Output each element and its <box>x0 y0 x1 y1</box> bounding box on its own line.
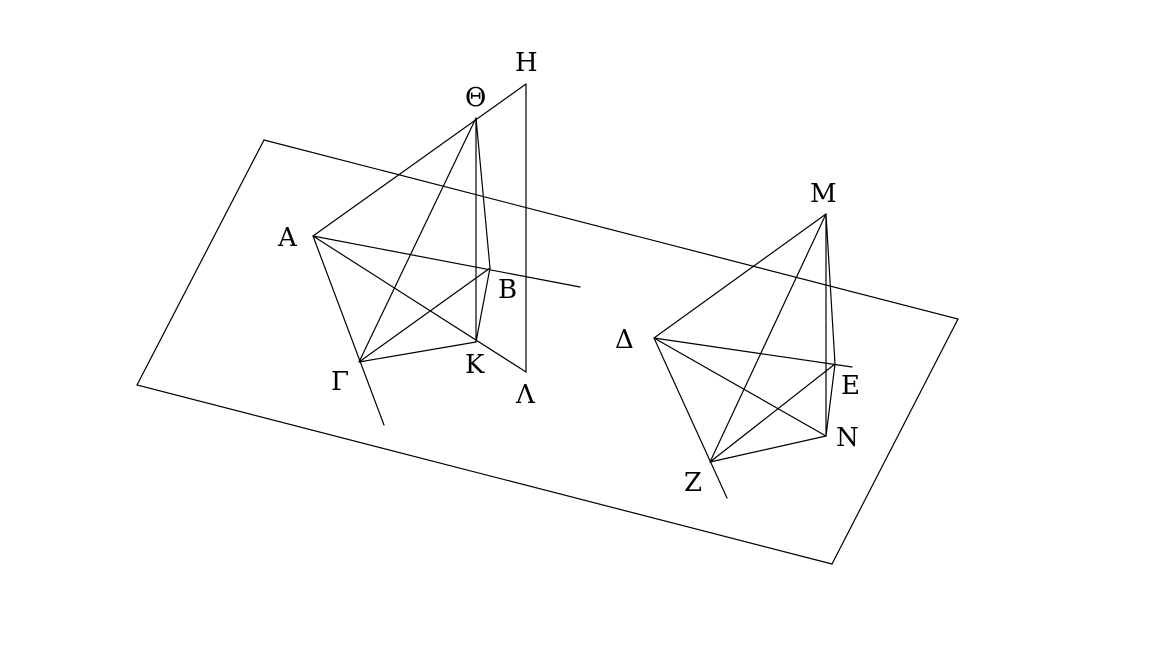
line-E-N <box>825 363 836 437</box>
label-Theta: Θ <box>465 83 486 113</box>
label-N: Ν <box>836 423 859 453</box>
label-Delta: Δ <box>615 325 634 355</box>
label-H: Η <box>515 48 538 78</box>
label-Gamma: Γ <box>331 367 349 397</box>
line-A-Gamma-extended <box>312 235 385 426</box>
line-A-Lambda <box>312 235 527 373</box>
label-E: Ε <box>841 371 860 401</box>
line-Delta-M <box>653 213 827 339</box>
line-A-H <box>312 83 527 237</box>
line-Theta-B <box>475 117 491 269</box>
label-K: Κ <box>465 350 485 380</box>
line-Delta-Z-extended <box>653 337 728 499</box>
line-M-Z <box>709 213 827 463</box>
line-Gamma-Theta <box>358 117 477 363</box>
plane <box>136 139 959 565</box>
line-A-B-extended <box>312 235 581 288</box>
line-M-E <box>825 213 836 365</box>
line-Z-N <box>709 435 827 463</box>
line-B-K <box>475 267 491 343</box>
label-B: Β <box>498 275 517 305</box>
line-Gamma-K <box>358 341 477 363</box>
label-A: Α <box>277 223 298 253</box>
line-Gamma-B <box>358 267 491 363</box>
line-Delta-N <box>653 337 827 437</box>
label-Lambda: Λ <box>515 380 536 410</box>
line-Delta-E-extended <box>653 337 853 368</box>
label-Z: Ζ <box>684 468 702 498</box>
label-M: Μ <box>810 179 837 209</box>
line-Z-E <box>709 363 836 463</box>
